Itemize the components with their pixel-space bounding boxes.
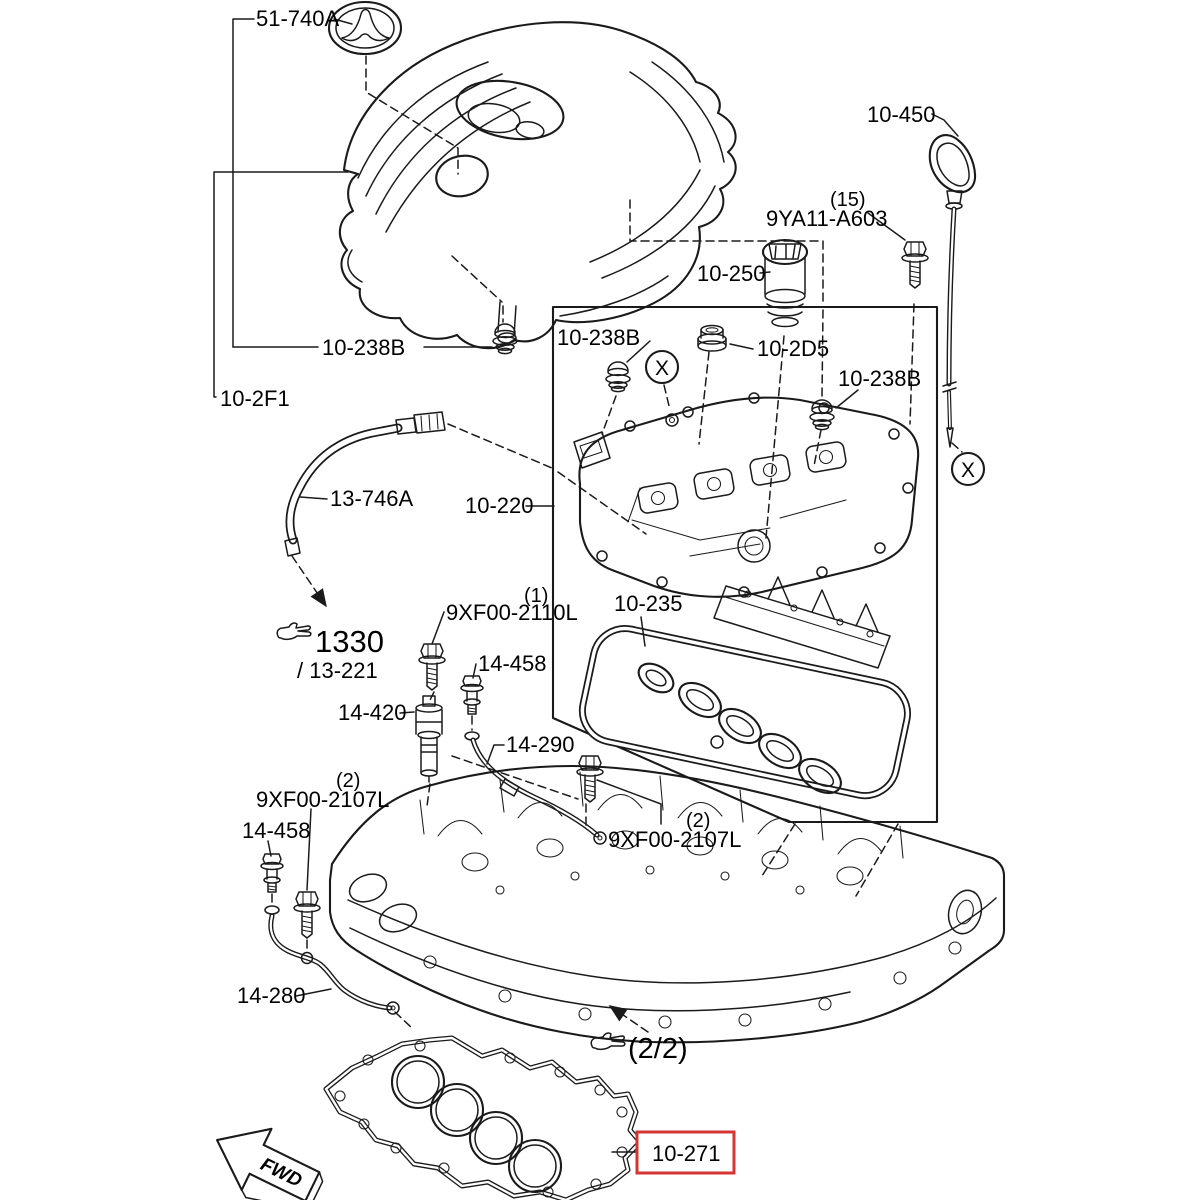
cover-box-outline [525, 305, 939, 824]
cylinder-head-art [328, 764, 1006, 1044]
union-bolt-lower-art [260, 853, 284, 893]
leader-lines [267, 212, 906, 1153]
oil-pipe-lower-art [264, 905, 400, 1015]
x-marker-dipstick: X [950, 451, 986, 487]
label-pipe-bolt-right-qty: (2) [686, 810, 710, 832]
seal-cap-art [697, 324, 727, 352]
label-oil-filler-cap: 10-250 [697, 261, 766, 286]
ocv-bolt-art [418, 643, 446, 691]
label-grommet-outer: 10-238B [322, 335, 405, 360]
oil-control-valve-art [415, 695, 443, 783]
label-ref-section: / 13-221 [297, 658, 378, 683]
label-engine-cover: 10-2F1 [220, 386, 290, 411]
label-cover-bolt-qty: (15) [830, 189, 866, 211]
assembly-dash-lines [271, 55, 963, 1033]
label-emblem: 51-740A [256, 6, 340, 31]
leader-lines-left [213, 18, 493, 398]
label-vent-hose: 13-746A [330, 486, 414, 511]
label-ocv-bolt-qty: (1) [524, 585, 548, 607]
label-sheet-ref: (2/2) [628, 1033, 688, 1065]
label-cover-gasket: 10-235 [614, 591, 683, 616]
union-bolt-upper-art [460, 675, 484, 715]
label-pipe-bolt-right: 9XF00-2107L [608, 827, 741, 852]
pointing-hand-icon [276, 622, 312, 641]
grommet-inner-left-art [605, 361, 631, 393]
x-marker-cover: X [644, 349, 680, 385]
valve-cover-art [573, 392, 920, 598]
label-grommet-inner-right: 10-238B [838, 366, 921, 391]
label-cylinder-head-cover: 10-220 [465, 493, 534, 518]
label-union-bolt-upper: 14-458 [478, 651, 547, 676]
label-fwd: FWD [257, 1154, 305, 1192]
label-dipstick: 10-450 [867, 102, 936, 127]
label-head-gasket[interactable]: 10-271 [652, 1141, 721, 1166]
label-oil-pipe-lower: 14-280 [237, 983, 306, 1008]
x-marker-label: X [961, 459, 975, 482]
grommet-outer-art [492, 323, 518, 355]
oil-pipe-upper-art [464, 731, 607, 845]
x-marker-label: X [655, 357, 669, 380]
label-pipe-bolt-left-qty: (2) [336, 770, 360, 792]
label-oil-pipe-upper: 14-290 [506, 732, 575, 757]
cover-gasket-art [578, 625, 911, 800]
pointing-hand-icon [590, 1032, 626, 1051]
engine-cover-art [338, 21, 737, 350]
vent-hose-art [284, 411, 446, 557]
dipstick-art [928, 113, 977, 448]
label-cover-bolt: 9YA11-A603 [766, 206, 888, 231]
label-ref-code: 1330 [315, 624, 384, 659]
label-union-bolt-lower: 14-458 [242, 818, 311, 843]
head-gasket-art [323, 1035, 643, 1200]
pipe-bolt-left-art [293, 891, 321, 939]
label-seal-cap: 10-2D5 [757, 336, 829, 361]
label-grommet-inner-left: 10-238B [557, 325, 640, 350]
cover-bolt-art [901, 241, 929, 289]
label-pipe-bolt-left: 9XF00-2107L [256, 787, 389, 812]
baffle-plate-art [713, 576, 891, 669]
label-oil-control-valve: 14-420 [338, 700, 407, 725]
fwd-direction-arrow: FWD [216, 1127, 324, 1200]
oil-filler-cap-art [761, 238, 809, 328]
label-ocv-bolt: 9XF00-2110L [446, 600, 578, 625]
highlighted-part-callout[interactable]: 10-271 [635, 1130, 736, 1175]
mazda-emblem-icon [327, 0, 403, 56]
